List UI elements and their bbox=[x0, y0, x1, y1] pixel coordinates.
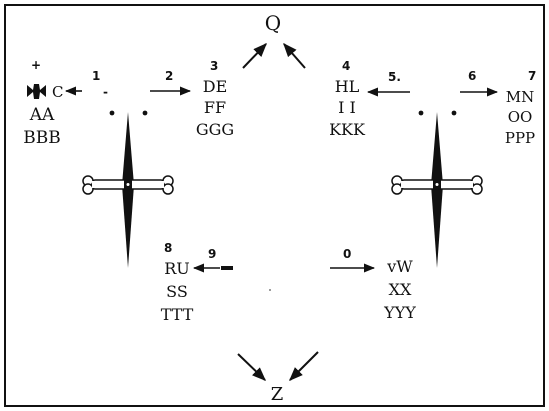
node-number-1: 1 bbox=[92, 69, 100, 83]
bone-crossguard-icon bbox=[391, 175, 483, 195]
node-number-9: 9 bbox=[208, 247, 216, 261]
node-7-line-1: MN bbox=[506, 88, 534, 106]
left-group-line-1: C bbox=[52, 83, 63, 101]
dot-right-a bbox=[418, 110, 424, 116]
sword-icon bbox=[431, 112, 443, 268]
bottom-label: Z bbox=[271, 384, 284, 405]
node-number-2: 2 bbox=[165, 69, 173, 83]
left-group-line-3: BBB bbox=[23, 128, 60, 148]
node-number-4: 4 bbox=[342, 59, 350, 73]
node-number-7: 7 bbox=[528, 69, 536, 83]
dot-left-b bbox=[142, 110, 148, 116]
polarity-minus: - bbox=[103, 85, 108, 99]
node-number-5: 5. bbox=[388, 70, 401, 84]
node-4-line-1: HL bbox=[335, 77, 360, 96]
node-4-line-2: I I bbox=[338, 98, 356, 117]
node-8-line-2: SS bbox=[166, 282, 188, 301]
top-label: Q bbox=[265, 11, 281, 35]
node-number-0: 0 bbox=[343, 247, 351, 261]
polarity-bar-left bbox=[221, 266, 233, 270]
sword-icon bbox=[122, 112, 134, 268]
diagram-frame bbox=[4, 4, 545, 407]
node-7-line-2: OO bbox=[508, 108, 533, 126]
arrow-to-top-right bbox=[283, 42, 306, 69]
arrow-to-bottom-left bbox=[237, 353, 267, 381]
node-7-line-3: PPP bbox=[505, 129, 535, 147]
node-3-line-1: DE bbox=[203, 77, 228, 96]
node-4-line-3: KKK bbox=[329, 120, 366, 139]
left-group-line-2: AA bbox=[29, 105, 55, 125]
node-3-line-2: FF bbox=[204, 98, 226, 117]
center-dot bbox=[269, 289, 271, 291]
node-3-line-3: GGG bbox=[196, 120, 234, 139]
node-0-line-3: YYY bbox=[383, 303, 416, 322]
node-number-8: 8 bbox=[164, 241, 172, 255]
node-number-3: 3 bbox=[210, 59, 218, 73]
node-0-line-2: XX bbox=[389, 280, 412, 299]
node-8-line-1: RU bbox=[164, 259, 190, 278]
svg-text:+: + bbox=[31, 58, 41, 72]
arrow-to-top-left bbox=[242, 42, 267, 69]
node-number-6: 6 bbox=[468, 69, 476, 83]
bone-crossguard-icon bbox=[82, 175, 174, 195]
dot-left-a bbox=[109, 110, 115, 116]
cross-icon: + bbox=[27, 58, 46, 99]
arrow-to-bottom-right bbox=[289, 351, 319, 381]
dot-right-b bbox=[451, 110, 457, 116]
node-0-line-1: vW bbox=[386, 257, 413, 276]
node-8-line-3: TTT bbox=[161, 305, 194, 324]
